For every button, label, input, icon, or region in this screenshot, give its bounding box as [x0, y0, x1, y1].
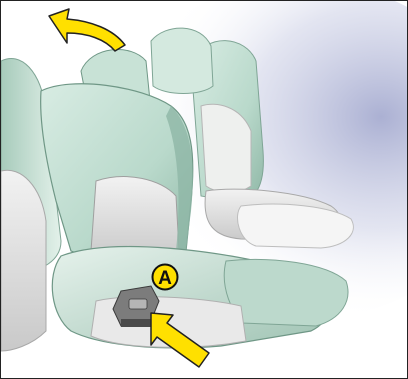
callout-a: A	[153, 265, 178, 290]
callout-label: A	[158, 268, 172, 289]
